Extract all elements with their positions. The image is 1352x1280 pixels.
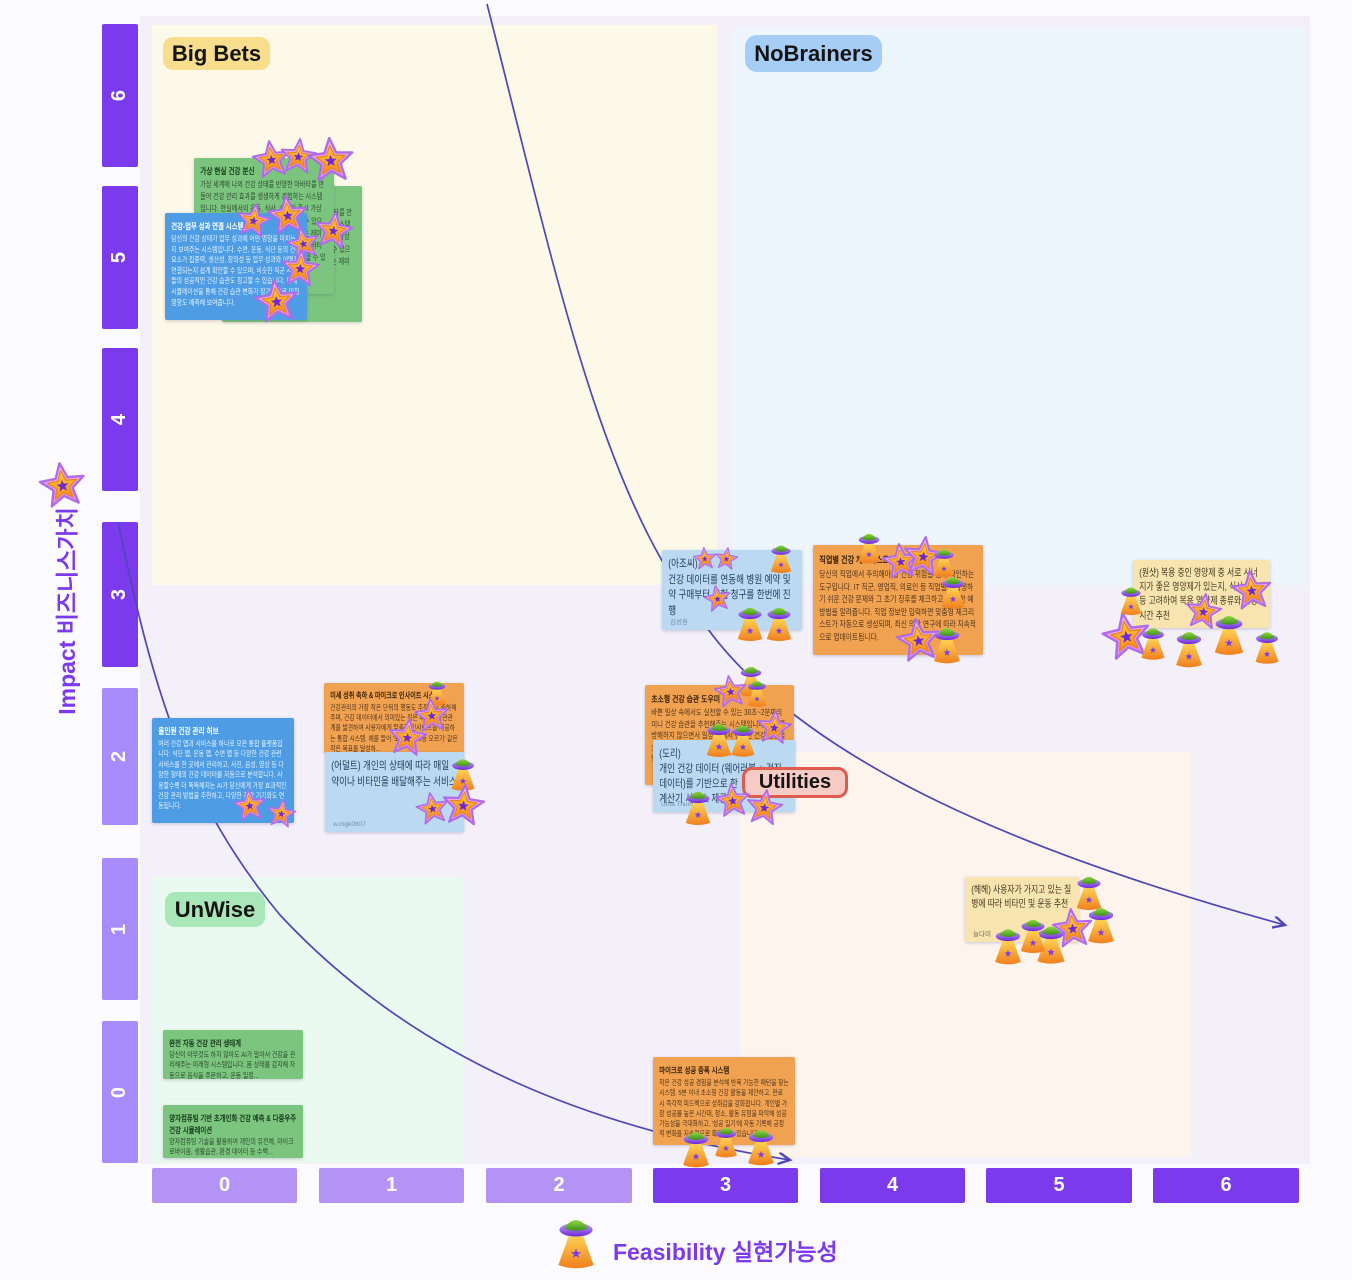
- note-body: 양자컴퓨팅 기술을 활용하여 개인의 유전체, 마이크로바이옴, 생활습관, 환…: [169, 1137, 294, 1157]
- y-tick-6: 6: [102, 24, 138, 167]
- note-body: (원샷) 복용 중인 영양제 중 서로 시너지가 좋은 영양제가 있는지, 식사…: [1139, 568, 1258, 622]
- x-tick-2: 2: [486, 1168, 632, 1203]
- y-tick-1: 1: [102, 858, 138, 1000]
- x-tick-5: 5: [986, 1168, 1132, 1203]
- note-body: (어덜트) 개인의 상태에 따라 매일 약이나 비타민을 배달해주는 서비스: [331, 760, 457, 788]
- feasibility-ufo-icon: [550, 1209, 602, 1276]
- note-body: 작은 건강 성공 경험을 분석해 반복 가능한 패턴을 찾는 시스템. 5분 이…: [659, 1078, 789, 1139]
- note-body: (헤헤) 사용자가 가지고 있는 질병에 따라 비타민 및 운동 추천: [971, 885, 1072, 911]
- x-axis-label: Feasibility 실현가능성: [613, 1239, 838, 1265]
- sticky-note-ajossi-insurance[interactable]: (아조씨) 건강 데이터를 연동해 병원 예약 및 약 구매부터 보험 청구를 …: [662, 550, 802, 630]
- note-body: 당신의 직업에서 주의해야 할 건강 위험을 쉽게 확인하는 도구입니다. IT…: [819, 569, 976, 642]
- x-tick-0: 0: [152, 1168, 297, 1203]
- note-title: 가상 현실 건강 분신: [200, 166, 255, 176]
- note-title: 건강-업무 성과 연결 시스템: [171, 222, 244, 231]
- note-body: 건강관리의 가장 작은 단위의 행동도 추적하고 축하해주며, 건강 데이터에서…: [330, 703, 458, 753]
- quadrant-utilities: [740, 752, 1191, 1157]
- x-tick-4: 4: [820, 1168, 965, 1203]
- label-big-bets[interactable]: Big Bets: [163, 37, 270, 70]
- note-author: 김성환: [670, 619, 688, 626]
- label-utilities[interactable]: Utilities: [742, 767, 848, 798]
- note-title: 완전 자동 건강 관리 생태계: [169, 1039, 241, 1048]
- note-title: 올인원 건강 관리 허브: [158, 726, 219, 736]
- note-title: 마이크로 성공 증폭 시스템: [659, 1066, 730, 1075]
- note-body: 당신이 아무것도 하지 않아도 AI가 알아서 건강을 관리해주는 미래형 시스…: [169, 1050, 296, 1079]
- y-tick-0: 0: [102, 1021, 138, 1163]
- note-author: Uma Thurman: [661, 801, 703, 808]
- note-author: 늘다미: [973, 931, 991, 938]
- label-unwise[interactable]: UnWise: [165, 892, 265, 927]
- y-tick-4: 4: [102, 348, 138, 491]
- x-tick-1: 1: [319, 1168, 464, 1203]
- sticky-note-adult-delivery[interactable]: (어덜트) 개인의 상태에 따라 매일 약이나 비타민을 배달해주는 서비스 w.…: [325, 752, 464, 832]
- x-tick-3: 3: [653, 1168, 798, 1203]
- note-body: 여러 건강 앱과 서비스를 하나로 모은 통합 플랫폼입니다. 식단 앱, 운동…: [158, 739, 287, 811]
- note-title: 초소형 건강 습관 도우미: [651, 694, 721, 704]
- note-title: 미세 성취 축하 & 마이크로 인사이트 시스템: [330, 691, 440, 700]
- sticky-note-oneshot-supplement[interactable]: (원샷) 복용 중인 영양제 중 서로 시너지가 좋은 영양제가 있는지, 식사…: [1133, 560, 1270, 628]
- x-tick-6: 6: [1153, 1168, 1299, 1203]
- y-tick-2: 2: [102, 688, 138, 825]
- note-body: 당신의 건강 상태가 업무 성과에 어떤 영향을 미치는지 보여주는 시스템입니…: [171, 234, 301, 307]
- y-tick-3: 3: [102, 522, 138, 667]
- label-nobrainers[interactable]: NoBrainers: [745, 35, 882, 72]
- note-title: 양자컴퓨팅 기반 초개인화 건강 예측 & 다중우주 건강 시뮬레이션: [169, 1114, 297, 1135]
- note-title: 직업별 건강 체크리스트: [819, 555, 890, 565]
- quadrant-nobrainers: [733, 28, 1305, 585]
- y-tick-5: 5: [102, 186, 138, 329]
- y-axis-label: Impact 비즈니스가치: [54, 507, 80, 715]
- note-body: (아조씨) 건강 데이터를 연동해 병원 예약 및 약 구매부터 보험 청구를 …: [668, 558, 791, 617]
- note-author: w.mgk0807: [333, 821, 366, 828]
